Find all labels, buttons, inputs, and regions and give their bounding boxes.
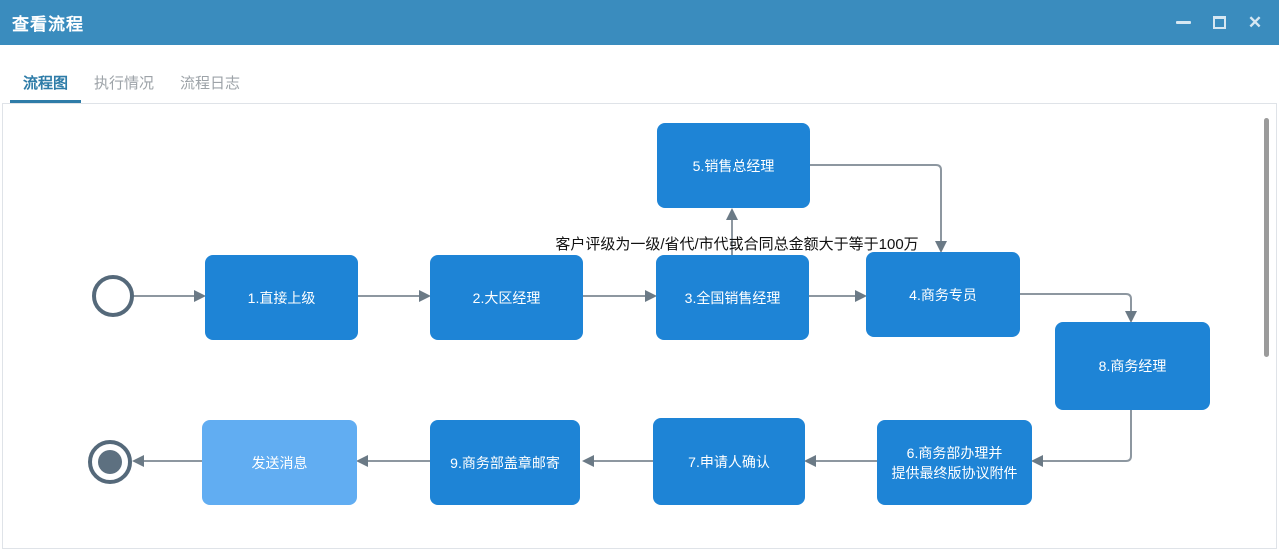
window-controls: ✕ <box>1175 12 1279 32</box>
vertical-scrollbar-thumb[interactable] <box>1264 118 1269 357</box>
flow-node-7-label: 7.申请人确认 <box>688 453 770 470</box>
flow-node-5-label: 5.销售总经理 <box>692 157 775 174</box>
flow-node-send-message-label: 发送消息 <box>251 454 308 471</box>
window-title: 查看流程 <box>12 15 84 34</box>
close-button[interactable]: ✕ <box>1247 12 1263 32</box>
flow-node-8[interactable]: 8.商务经理 <box>1055 322 1210 410</box>
flow-node-2-label: 2.大区经理 <box>472 289 541 306</box>
flow-node-6[interactable]: 6.商务部办理并 提供最终版协议附件 <box>877 420 1032 505</box>
tab-process-log[interactable]: 流程日志 <box>180 75 241 92</box>
flow-node-2[interactable]: 2.大区经理 <box>430 255 583 340</box>
flow-node-3-label: 3.全国销售经理 <box>684 289 781 306</box>
tab-bar: 流程图 执行情况 流程日志 <box>0 45 1279 103</box>
flow-node-4-label: 4.商务专员 <box>909 286 977 303</box>
title-bar: 查看流程 ✕ <box>0 0 1279 45</box>
flow-node-7[interactable]: 7.申请人确认 <box>653 418 805 505</box>
start-event-icon <box>92 275 134 317</box>
connector-n4-to-n8 <box>1020 293 1137 323</box>
maximize-button[interactable] <box>1211 15 1227 31</box>
flow-node-1[interactable]: 1.直接上级 <box>205 255 358 340</box>
close-icon: ✕ <box>1247 12 1263 32</box>
flow-node-8-label: 8.商务经理 <box>1098 358 1167 374</box>
flow-node-6-label: 6.商务部办理并 提供最终版协议附件 <box>891 444 1018 481</box>
flowchart-canvas: 客户评级为一级/省代/市代或合同总金额大于等于100万 1.直接上级 2.大区经… <box>0 103 1279 547</box>
tab-flow-diagram[interactable]: 流程图 <box>10 72 82 103</box>
flow-node-3[interactable]: 3.全国销售经理 <box>656 255 809 340</box>
tab-execution-status[interactable]: 执行情况 <box>94 75 155 92</box>
connector-n8-to-n6 <box>1031 410 1132 467</box>
end-event-dot <box>98 450 122 474</box>
flow-node-9[interactable]: 9.商务部盖章邮寄 <box>430 420 580 505</box>
condition-label: 客户评级为一级/省代/市代或合同总金额大于等于100万 <box>555 236 919 253</box>
flow-node-1-label: 1.直接上级 <box>247 289 316 306</box>
minimize-button[interactable] <box>1175 15 1191 31</box>
connector-n5-to-n4 <box>810 164 947 253</box>
flow-node-9-label: 9.商务部盖章邮寄 <box>450 454 560 471</box>
maximize-icon <box>1212 16 1226 29</box>
flow-node-5[interactable]: 5.销售总经理 <box>657 123 810 208</box>
minimize-icon <box>1175 21 1191 24</box>
flow-node-4[interactable]: 4.商务专员 <box>866 252 1020 337</box>
flow-node-send-message[interactable]: 发送消息 <box>202 420 357 505</box>
end-event-icon <box>88 440 132 484</box>
